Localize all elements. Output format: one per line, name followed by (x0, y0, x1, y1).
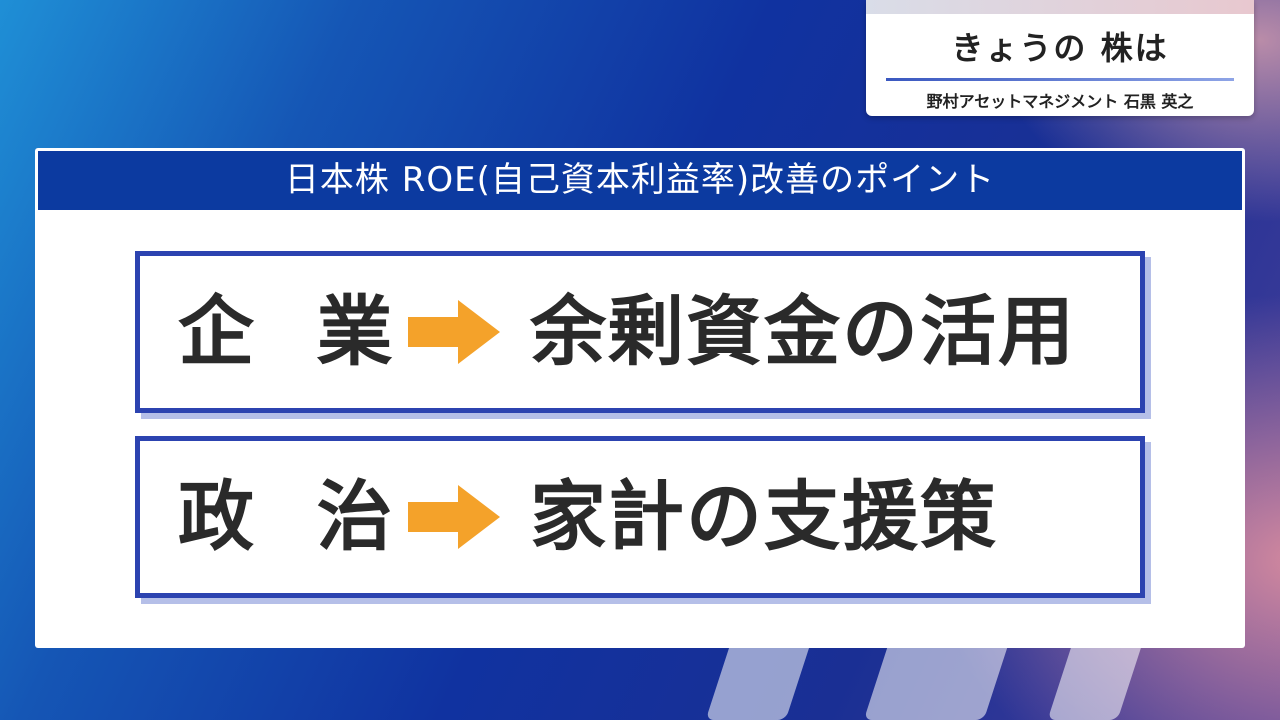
point-value-1: 余剰資金の活用 (530, 287, 1076, 376)
point-label-1: 企 業 (178, 287, 411, 376)
point-value-2: 家計の支援策 (530, 472, 998, 561)
program-tag: きょうの 株は 野村アセットマネジメント 石黒 英之 (866, 0, 1254, 116)
point-label-2: 政 治 (178, 472, 411, 561)
point-box-1: 企 業 余剰資金の活用 (135, 251, 1145, 413)
arrow-right-icon (408, 300, 500, 364)
slide-header: 日本株 ROE(自己資本利益率)改善のポイント (35, 148, 1245, 213)
program-tag-topbar (866, 0, 1254, 14)
program-divider (886, 78, 1234, 81)
arrow-right-icon (408, 485, 500, 549)
point-box-2: 政 治 家計の支援策 (135, 436, 1145, 598)
program-title: きょうの 株は (951, 29, 1169, 67)
slide-card: 日本株 ROE(自己資本利益率)改善のポイント 企 業 余剰資金の活用 政 治 … (35, 148, 1245, 648)
program-guest: 野村アセットマネジメント 石黒 英之 (926, 92, 1194, 111)
